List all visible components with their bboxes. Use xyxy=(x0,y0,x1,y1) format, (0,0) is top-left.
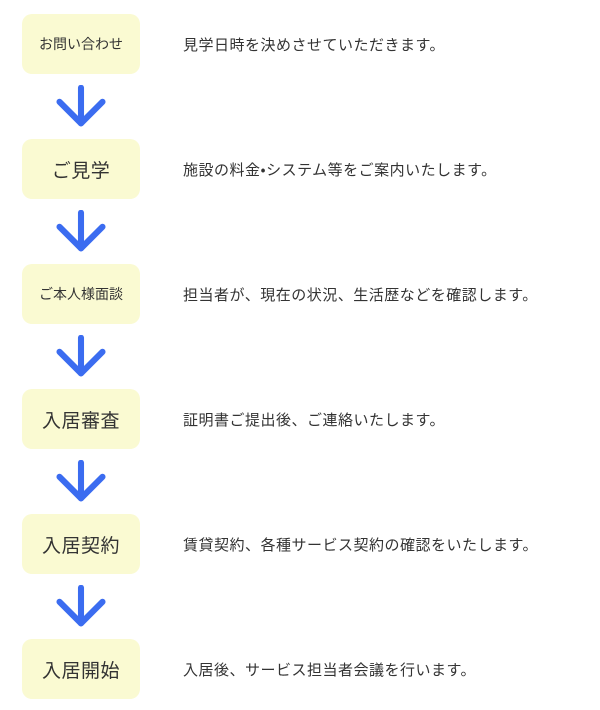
down-arrow-icon xyxy=(56,335,106,377)
step-label: ご本人様面談 xyxy=(39,287,123,303)
flow-step: お問い合わせ 見学日時を決めさせていただきます。 xyxy=(22,14,600,74)
flow-step: ご本人様面談 担当者が、現在の状況、生活歴などを確認します。 xyxy=(22,264,600,324)
down-arrow-icon xyxy=(56,210,106,252)
step-description: 入居後、サービス担当者会議を行います。 xyxy=(183,660,477,679)
step-description: 賃貸契約、各種サービス契約の確認をいたします。 xyxy=(183,535,539,554)
step-label-box: お問い合わせ xyxy=(22,14,140,74)
step-label-box: ご本人様面談 xyxy=(22,264,140,324)
flow-step: 入居契約 賃貸契約、各種サービス契約の確認をいたします。 xyxy=(22,514,600,574)
step-label: 入居開始 xyxy=(41,659,120,682)
step-label-box: 入居開始 xyxy=(22,639,140,699)
flow-arrow-row xyxy=(22,85,140,128)
step-description: 見学日時を決めさせていただきます。 xyxy=(183,35,446,54)
flow-step: 入居審査 証明書ご提出後、ご連絡いたします。 xyxy=(22,389,600,449)
flow-arrow-row xyxy=(22,335,140,378)
step-description: 施設の料金・システム等をご案内いたします。 xyxy=(183,160,497,179)
step-label-box: ご見学 xyxy=(22,139,140,199)
flow-arrow-row xyxy=(22,460,140,503)
step-label-box: 入居契約 xyxy=(22,514,140,574)
step-label-box: 入居審査 xyxy=(22,389,140,449)
step-label: ご見学 xyxy=(51,159,111,182)
down-arrow-icon xyxy=(56,460,106,502)
step-description: 証明書ご提出後、ご連絡いたします。 xyxy=(183,410,446,429)
step-label: 入居契約 xyxy=(41,534,120,557)
flow-step: 入居開始 入居後、サービス担当者会議を行います。 xyxy=(22,639,600,699)
step-label: お問い合わせ xyxy=(39,37,123,53)
flow-step: ご見学 施設の料金・システム等をご案内いたします。 xyxy=(22,139,600,199)
down-arrow-icon xyxy=(56,85,106,127)
flow-arrow-row xyxy=(22,210,140,253)
step-label: 入居審査 xyxy=(41,409,120,432)
step-description: 担当者が、現在の状況、生活歴などを確認します。 xyxy=(183,285,538,304)
down-arrow-icon xyxy=(56,585,106,627)
flow-arrow-row xyxy=(22,585,140,628)
